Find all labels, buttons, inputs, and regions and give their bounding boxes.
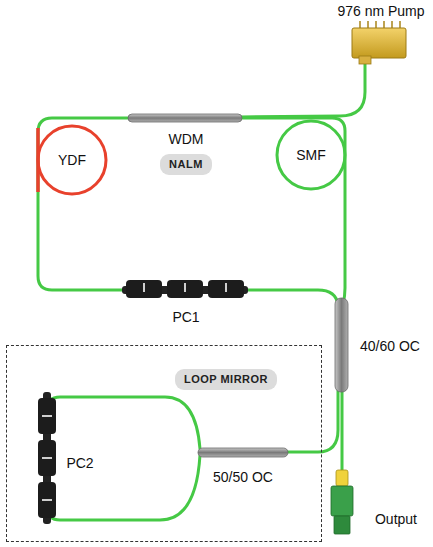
component-label: 40/60 OC <box>360 338 420 355</box>
pump-diode <box>352 21 406 64</box>
coil-label: YDF <box>58 152 86 169</box>
oc-coupler <box>198 448 288 457</box>
wdm-coupler <box>128 114 242 122</box>
component-label: 976 nm Pump <box>337 3 424 20</box>
label-holder: 40/60 OC <box>360 337 420 355</box>
component-label: Output <box>375 511 417 528</box>
label-holder: 50/50 OC <box>213 468 273 486</box>
label-holder: WDM <box>169 130 204 148</box>
coil-outline <box>277 121 345 189</box>
label-holder: Output <box>375 510 417 528</box>
component-label: PC2 <box>66 455 93 472</box>
oc-coupler <box>335 298 348 392</box>
label-holder: 976 nm Pump <box>337 2 424 20</box>
section-tag-text: NALM <box>160 154 212 175</box>
fiber-coil: SMF <box>275 119 347 191</box>
loop-mirror-region: LOOP MIRROR <box>6 345 322 542</box>
label-holder: PC2 <box>66 454 93 472</box>
coil-label: SMF <box>296 147 326 164</box>
fiber <box>38 62 365 520</box>
label-holder: PC1 <box>172 308 199 326</box>
polarization-controller <box>38 392 56 524</box>
fiber-coil: YDF <box>36 124 108 196</box>
component-label: WDM <box>169 131 204 148</box>
coil-outline <box>38 126 106 194</box>
component-label: 50/50 OC <box>213 469 273 486</box>
component-label: PC1 <box>172 309 199 326</box>
section-tag: NALM <box>160 154 212 175</box>
polarization-controller <box>122 280 248 298</box>
fiber-connector <box>331 470 353 534</box>
section-tag-text: LOOP MIRROR <box>175 369 277 390</box>
